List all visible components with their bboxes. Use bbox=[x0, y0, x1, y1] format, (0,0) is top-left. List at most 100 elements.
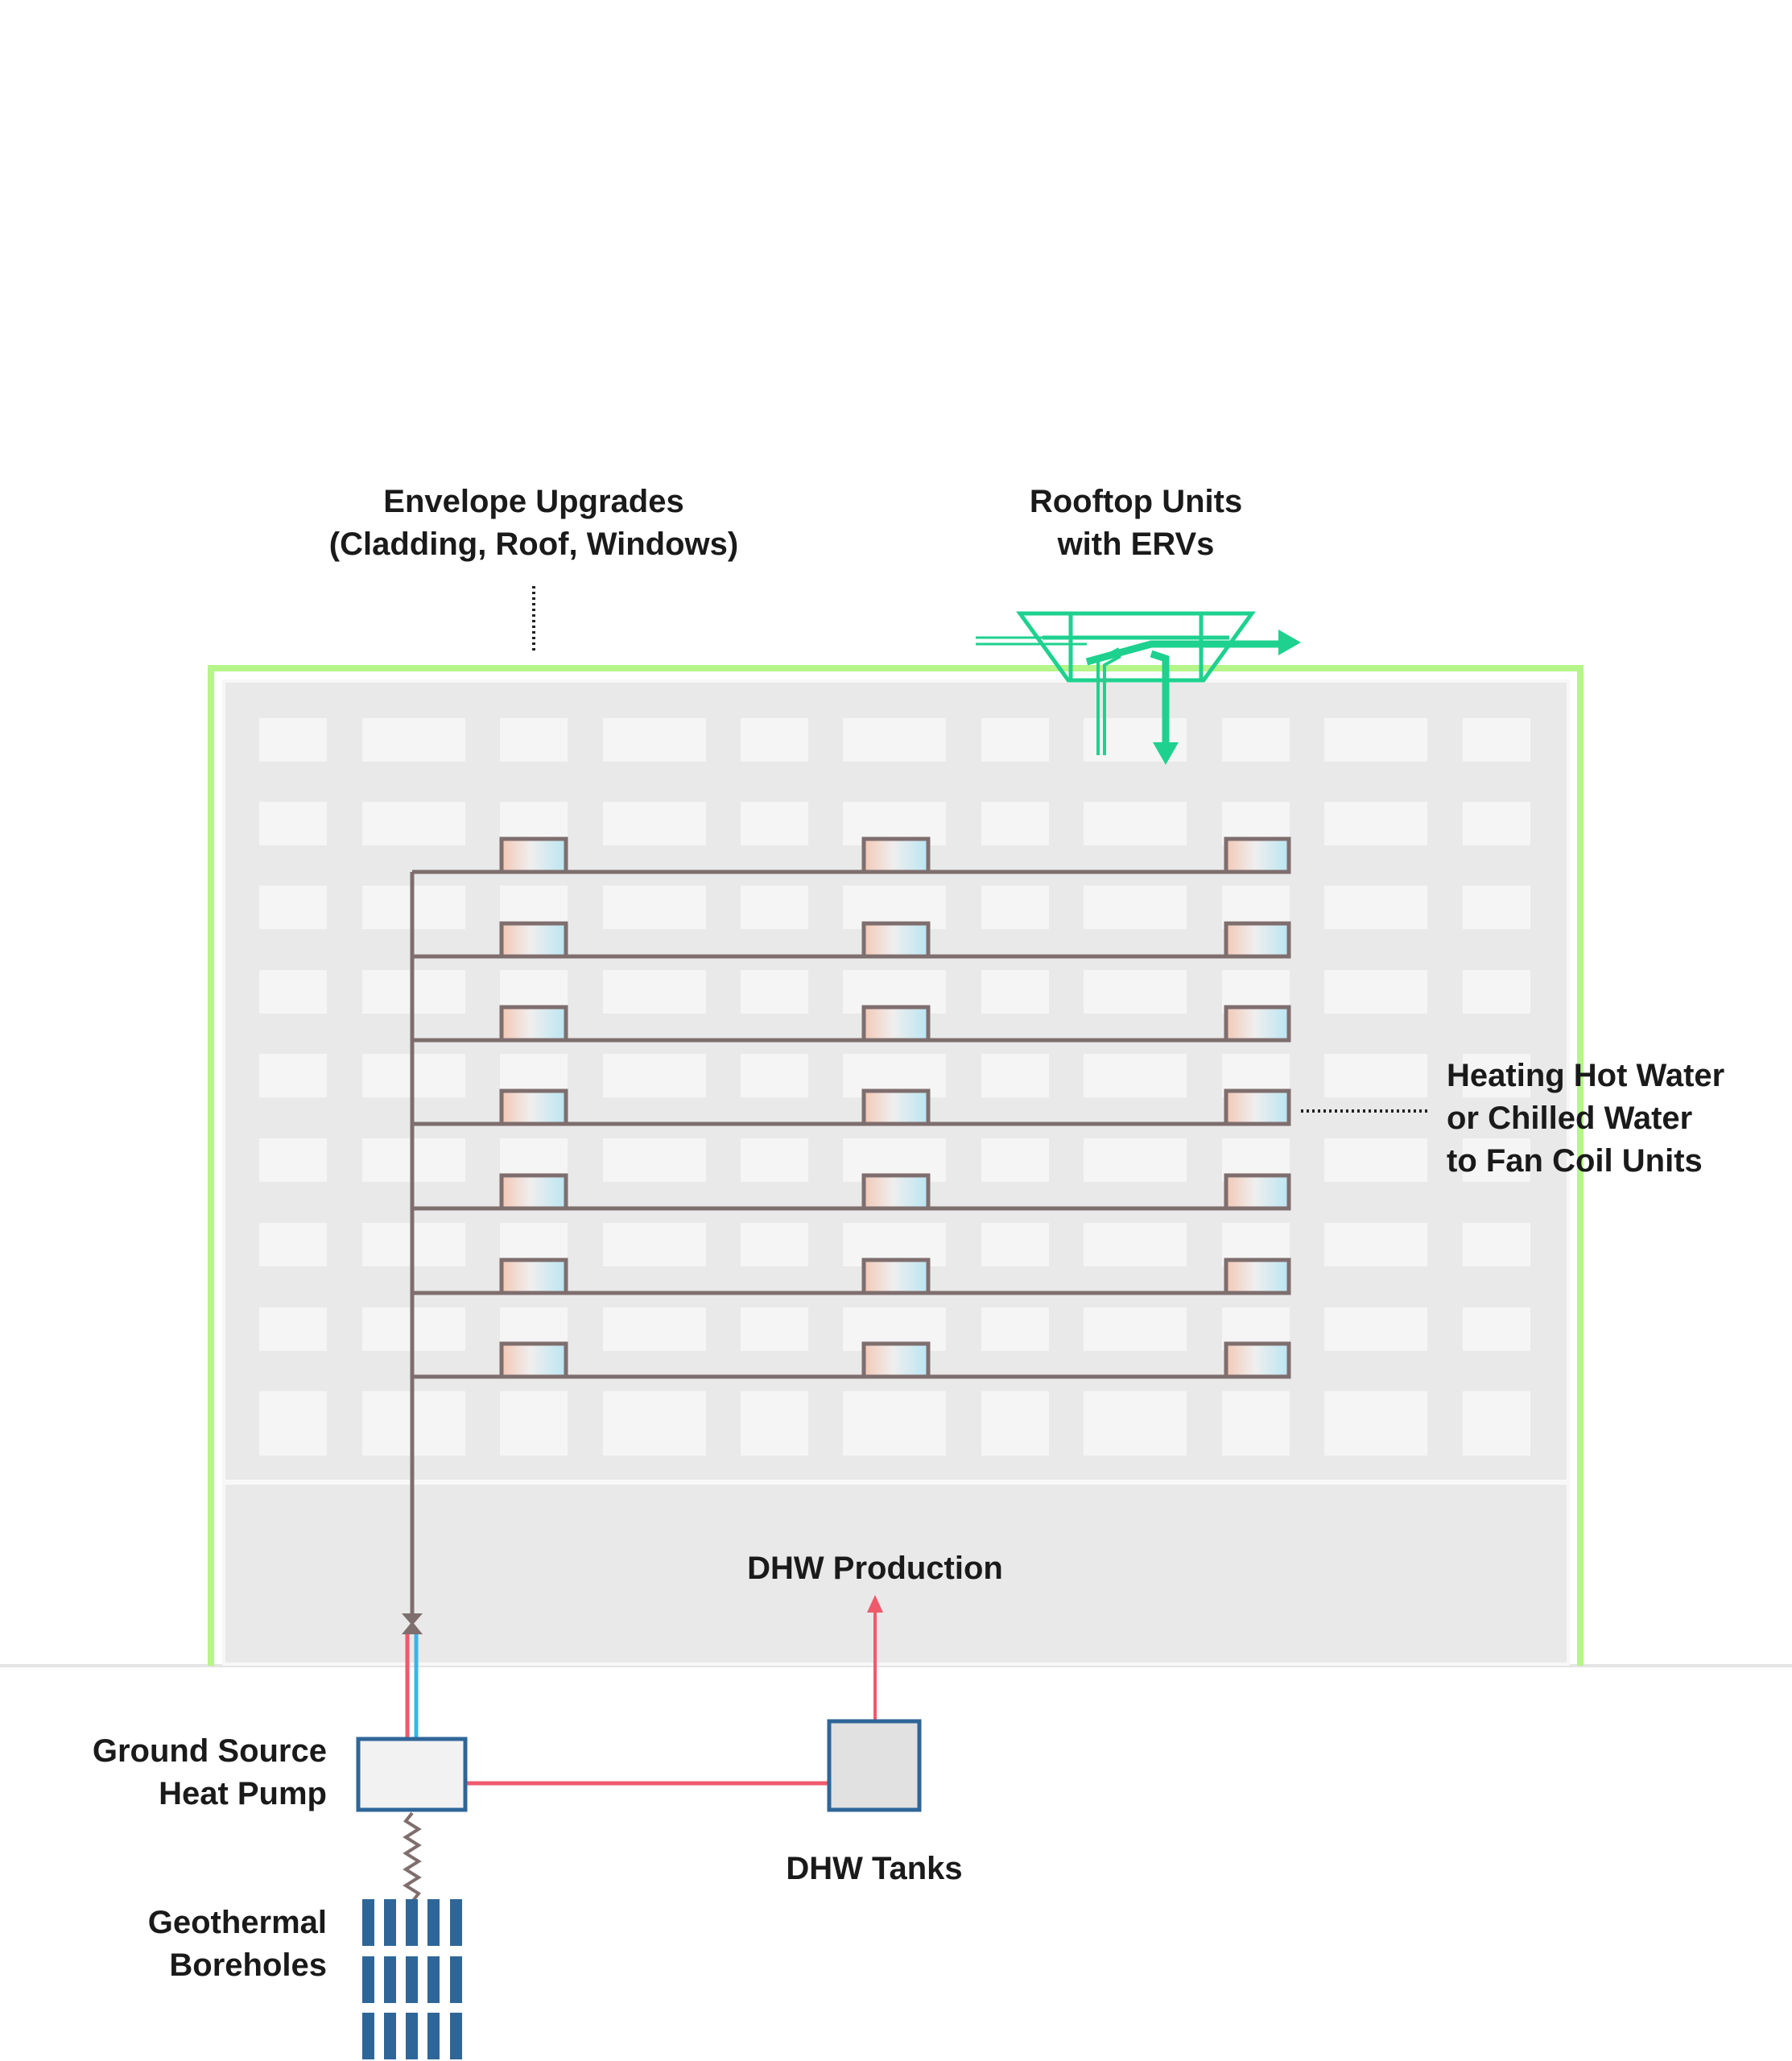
envelope-line-1: Envelope Upgrades bbox=[383, 484, 684, 519]
window bbox=[259, 970, 327, 1014]
window bbox=[603, 1391, 706, 1456]
rooftop-unit-erv bbox=[976, 611, 1280, 755]
borehole bbox=[406, 2013, 418, 2059]
window bbox=[1463, 718, 1530, 762]
borehole bbox=[406, 1956, 418, 2003]
dhw-production-arrow bbox=[867, 1595, 883, 1613]
fan-coil-unit bbox=[861, 1341, 931, 1379]
window bbox=[1084, 886, 1187, 929]
dhw-tanks-label: DHW Tanks bbox=[786, 1851, 963, 1886]
window bbox=[603, 1307, 706, 1351]
fan-coil-unit bbox=[1224, 836, 1291, 874]
window bbox=[1324, 1223, 1427, 1266]
window bbox=[603, 718, 706, 762]
borehole bbox=[427, 1956, 440, 2003]
rooftop-line-2: with ERVs bbox=[1057, 527, 1215, 562]
window bbox=[1084, 970, 1187, 1014]
borehole bbox=[362, 1899, 374, 1946]
heat-pump-line-1: Ground Source bbox=[92, 1733, 327, 1769]
heating-line-2: or Chilled Water bbox=[1447, 1101, 1693, 1136]
window bbox=[500, 1391, 568, 1456]
fan-coil-unit bbox=[1224, 921, 1291, 959]
geothermal-boreholes-label: Geothermal Boreholes bbox=[32, 1902, 327, 1987]
heating-chilled-water-label: Heating Hot Water or Chilled Water to Fa… bbox=[1447, 1055, 1724, 1183]
fan-coil-unit bbox=[499, 1341, 568, 1379]
window bbox=[603, 1054, 706, 1097]
window bbox=[362, 718, 465, 762]
window bbox=[1324, 1391, 1427, 1456]
fan-coil-unit bbox=[861, 1088, 931, 1126]
fan-coil-unit bbox=[499, 1005, 568, 1043]
window bbox=[603, 802, 706, 845]
borehole bbox=[406, 1899, 418, 1946]
fan-coil-unit bbox=[861, 921, 931, 959]
fan-coil-unit bbox=[499, 1173, 568, 1211]
window bbox=[1084, 1054, 1187, 1097]
fan-coil-unit bbox=[499, 921, 568, 959]
window bbox=[981, 970, 1049, 1014]
exhaust-arrow bbox=[1278, 630, 1301, 655]
building-windows bbox=[259, 718, 1530, 1456]
window bbox=[1463, 1138, 1530, 1182]
window bbox=[741, 886, 808, 929]
window bbox=[603, 886, 706, 929]
window bbox=[1463, 886, 1530, 929]
borehole bbox=[450, 1956, 462, 2003]
window bbox=[1324, 886, 1427, 929]
window bbox=[259, 1307, 327, 1351]
fan-coil-unit bbox=[499, 836, 568, 874]
borehole bbox=[384, 2013, 396, 2059]
window bbox=[843, 1391, 946, 1456]
window bbox=[1324, 802, 1427, 845]
envelope-upgrades-label: Envelope Upgrades (Cladding, Roof, Windo… bbox=[292, 481, 775, 566]
rooftop-line-1: Rooftop Units bbox=[1029, 484, 1243, 519]
fan-coil-unit bbox=[499, 1258, 568, 1295]
window bbox=[1463, 802, 1530, 845]
window bbox=[259, 1138, 327, 1182]
window bbox=[259, 1223, 327, 1266]
window bbox=[603, 1223, 706, 1266]
borehole bbox=[384, 1956, 396, 2003]
borehole-loop bbox=[403, 1811, 422, 1903]
borehole bbox=[450, 2013, 462, 2059]
window bbox=[981, 1138, 1049, 1182]
fan-coil-unit bbox=[861, 836, 931, 874]
window bbox=[259, 886, 327, 929]
building-lower bbox=[224, 1485, 1568, 1664]
boreholes-line-2: Boreholes bbox=[169, 1947, 327, 1983]
window bbox=[981, 802, 1049, 845]
borehole bbox=[450, 1899, 462, 1946]
window bbox=[741, 802, 808, 845]
window bbox=[603, 970, 706, 1014]
heating-line-3: to Fan Coil Units bbox=[1447, 1143, 1703, 1179]
envelope-line-2: (Cladding, Roof, Windows) bbox=[328, 527, 739, 562]
window bbox=[1463, 1223, 1530, 1266]
borehole bbox=[362, 1956, 374, 2003]
window bbox=[500, 718, 568, 762]
dhw-tanks bbox=[827, 1719, 922, 1812]
building-inner-border bbox=[222, 679, 1570, 1666]
window bbox=[1324, 970, 1427, 1014]
geothermal-borehole-field bbox=[362, 1899, 462, 2059]
fan-coil-unit bbox=[861, 1005, 931, 1043]
window bbox=[1324, 1307, 1427, 1351]
window bbox=[259, 1391, 327, 1456]
rooftop-units-label: Rooftop Units with ERVs bbox=[935, 481, 1337, 566]
window bbox=[741, 718, 808, 762]
window bbox=[981, 1391, 1049, 1456]
ground-source-heat-pump-label: Ground Source Heat Pump bbox=[32, 1730, 327, 1815]
fan-coil-unit bbox=[1224, 1258, 1291, 1295]
fan-coil-unit bbox=[861, 1258, 931, 1295]
fan-coil-unit bbox=[1224, 1005, 1291, 1043]
fan-coil-unit bbox=[861, 1173, 931, 1211]
heat-pump-line-2: Heat Pump bbox=[159, 1776, 327, 1811]
window bbox=[1324, 718, 1427, 762]
window bbox=[1463, 1391, 1530, 1456]
window bbox=[741, 1223, 808, 1266]
window bbox=[1463, 1054, 1530, 1097]
borehole bbox=[362, 2013, 374, 2059]
window bbox=[1222, 1391, 1290, 1456]
window bbox=[843, 718, 946, 762]
return-arrow bbox=[402, 1621, 423, 1634]
